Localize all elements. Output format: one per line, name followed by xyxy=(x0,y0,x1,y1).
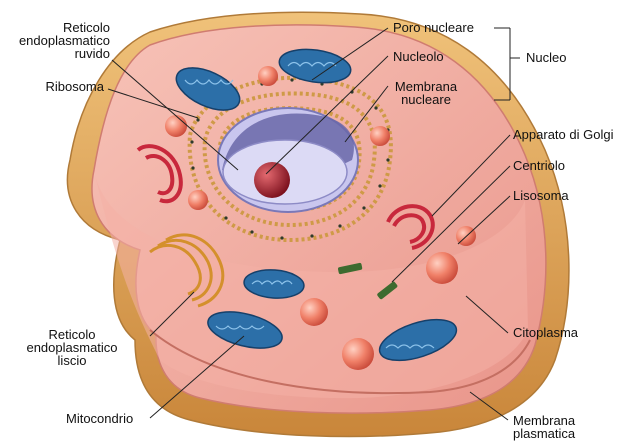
label-lisosoma: Lisosoma xyxy=(513,188,569,203)
label-apparato-golgi: Apparato di Golgi xyxy=(513,127,614,142)
label-centriolo: Centriolo xyxy=(513,158,566,173)
label-nucleo: Nucleo xyxy=(526,50,567,65)
label-nucleolo: Nucleolo xyxy=(393,49,444,64)
leader-lines xyxy=(107,27,520,421)
centriole xyxy=(338,262,398,300)
cavity-rim xyxy=(149,329,531,395)
smooth-er xyxy=(149,233,225,308)
label-ribosoma: Ribosoma xyxy=(45,79,104,94)
mitochondria xyxy=(175,48,458,362)
label-poro-nucleare: Poro nucleare xyxy=(393,20,474,35)
label-mitocondrio: Mitocondrio xyxy=(66,411,134,426)
nucleolus xyxy=(254,162,290,198)
golgi-apparatus xyxy=(136,144,435,250)
label-citoplasma: Citoplasma xyxy=(513,325,579,340)
lysosomes xyxy=(165,66,476,370)
